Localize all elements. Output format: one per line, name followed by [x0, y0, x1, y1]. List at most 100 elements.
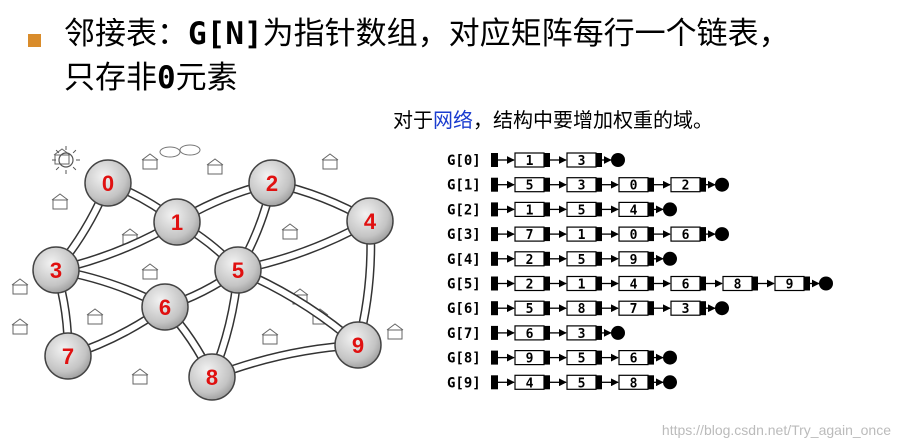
adjacency-row-label: G[4]: [447, 252, 481, 268]
map-landmark-roof: [291, 288, 309, 296]
head-pointer-block: [491, 276, 498, 291]
list-node-value: 2: [526, 253, 534, 268]
list-node-value: 9: [526, 352, 534, 367]
null-terminator: [663, 350, 677, 365]
map-landmark: [52, 199, 68, 210]
map-landmark: [132, 374, 148, 385]
head-pointer-block: [491, 301, 498, 316]
graph-node-label-2: 2: [266, 171, 278, 196]
map-landmark-roof: [51, 193, 69, 201]
map-landmark: [142, 159, 158, 170]
watermark: https://blog.csdn.net/Try_again_once: [661, 422, 891, 438]
next-pointer-block: [752, 276, 758, 291]
map-landmark-roof: [206, 158, 224, 166]
null-terminator: [663, 251, 677, 266]
title-middle: 为指针数组，对应矩阵每行一个链表，: [262, 16, 790, 52]
title-line-1: 邻接表：G[N]为指针数组，对应矩阵每行一个链表，: [64, 12, 901, 56]
adjacency-row-label: G[8]: [447, 351, 481, 367]
map-landmark-roof: [121, 228, 139, 236]
list-node-value: 7: [526, 228, 534, 243]
next-pointer-block: [544, 375, 550, 390]
network-note: 对于网络，结构中要增加权重的域。: [393, 104, 713, 133]
next-pointer-block: [544, 153, 550, 167]
note-highlight: 网络: [433, 108, 473, 132]
next-pointer-block: [648, 227, 654, 242]
sun-icon: [58, 152, 74, 168]
adjacency-row-label: G[7]: [447, 326, 481, 342]
next-pointer-block: [648, 350, 654, 365]
next-pointer-block: [648, 301, 654, 316]
null-terminator: [663, 375, 677, 390]
next-pointer-block: [544, 251, 550, 266]
road-edges: [51, 178, 376, 382]
head-pointer-block: [491, 350, 498, 365]
sun-ray: [72, 166, 77, 171]
list-node-value: 5: [578, 376, 586, 391]
list-node-value: 3: [682, 302, 690, 317]
graph-node-label-3: 3: [50, 258, 62, 283]
list-node-value: 1: [578, 228, 586, 243]
next-pointer-block: [596, 177, 602, 192]
head-pointer-block: [491, 227, 498, 242]
adjacency-row-label: G[6]: [447, 301, 481, 317]
map-landmark-roof: [11, 278, 29, 286]
list-node-value: 4: [526, 376, 534, 391]
adjacency-row-label: G[3]: [447, 227, 481, 243]
note-pre: 对于: [393, 108, 433, 132]
graph-node-8: [188, 353, 236, 401]
head-pointer-block: [491, 153, 498, 167]
null-terminator: [715, 301, 729, 316]
graph-node-7: [44, 332, 92, 380]
next-pointer-block: [700, 301, 706, 316]
list-node-value: 5: [526, 302, 534, 317]
next-pointer-block: [700, 227, 706, 242]
list-node-value: 1: [578, 278, 586, 293]
graph-node-6: [141, 283, 189, 331]
graph-node-label-0: 0: [102, 171, 114, 196]
next-pointer-block: [544, 177, 550, 192]
list-node-value: 4: [630, 278, 638, 293]
null-terminator: [663, 202, 677, 217]
map-landmark-roof: [131, 368, 149, 376]
map-landmark: [12, 284, 28, 295]
next-pointer-block: [648, 375, 654, 390]
list-node-value: 4: [630, 203, 638, 218]
list-node-value: 6: [526, 327, 534, 342]
map-landmark: [207, 164, 223, 175]
list-node-value: 3: [578, 327, 586, 342]
next-pointer-block: [596, 375, 602, 390]
list-node-value: 8: [578, 302, 586, 317]
list-node-value: 5: [578, 253, 586, 268]
head-pointer-block: [491, 202, 498, 217]
graph-node-5: [214, 246, 262, 294]
sun-ray: [55, 166, 60, 171]
map-landmark: [12, 324, 28, 335]
null-terminator: [611, 325, 625, 340]
next-pointer-block: [544, 325, 550, 340]
null-terminator: [819, 276, 833, 291]
graph-node-label-1: 1: [171, 210, 183, 235]
next-pointer-block: [596, 202, 602, 217]
next-pointer-block: [700, 276, 706, 291]
sun-ray: [72, 149, 77, 154]
head-pointer-block: [491, 325, 498, 340]
next-pointer-block: [596, 251, 602, 266]
map-landmark-roof: [261, 328, 279, 336]
map-landmark: [282, 229, 298, 240]
next-pointer-block: [544, 276, 550, 291]
list-node-value: 0: [630, 228, 638, 243]
list-node-value: 9: [630, 253, 638, 268]
map-landmark: [322, 159, 338, 170]
next-pointer-block: [648, 177, 654, 192]
graph-node-2: [248, 159, 296, 207]
next-pointer-block: [544, 202, 550, 217]
list-node-value: 9: [786, 278, 794, 293]
adjacency-row-label: G[1]: [447, 178, 481, 194]
graph-node-4: [346, 197, 394, 245]
map-landmark-roof: [141, 153, 159, 161]
next-pointer-block: [596, 325, 602, 340]
list-node-value: 6: [630, 352, 638, 367]
map-landmark: [387, 329, 403, 340]
next-pointer-block: [544, 227, 550, 242]
